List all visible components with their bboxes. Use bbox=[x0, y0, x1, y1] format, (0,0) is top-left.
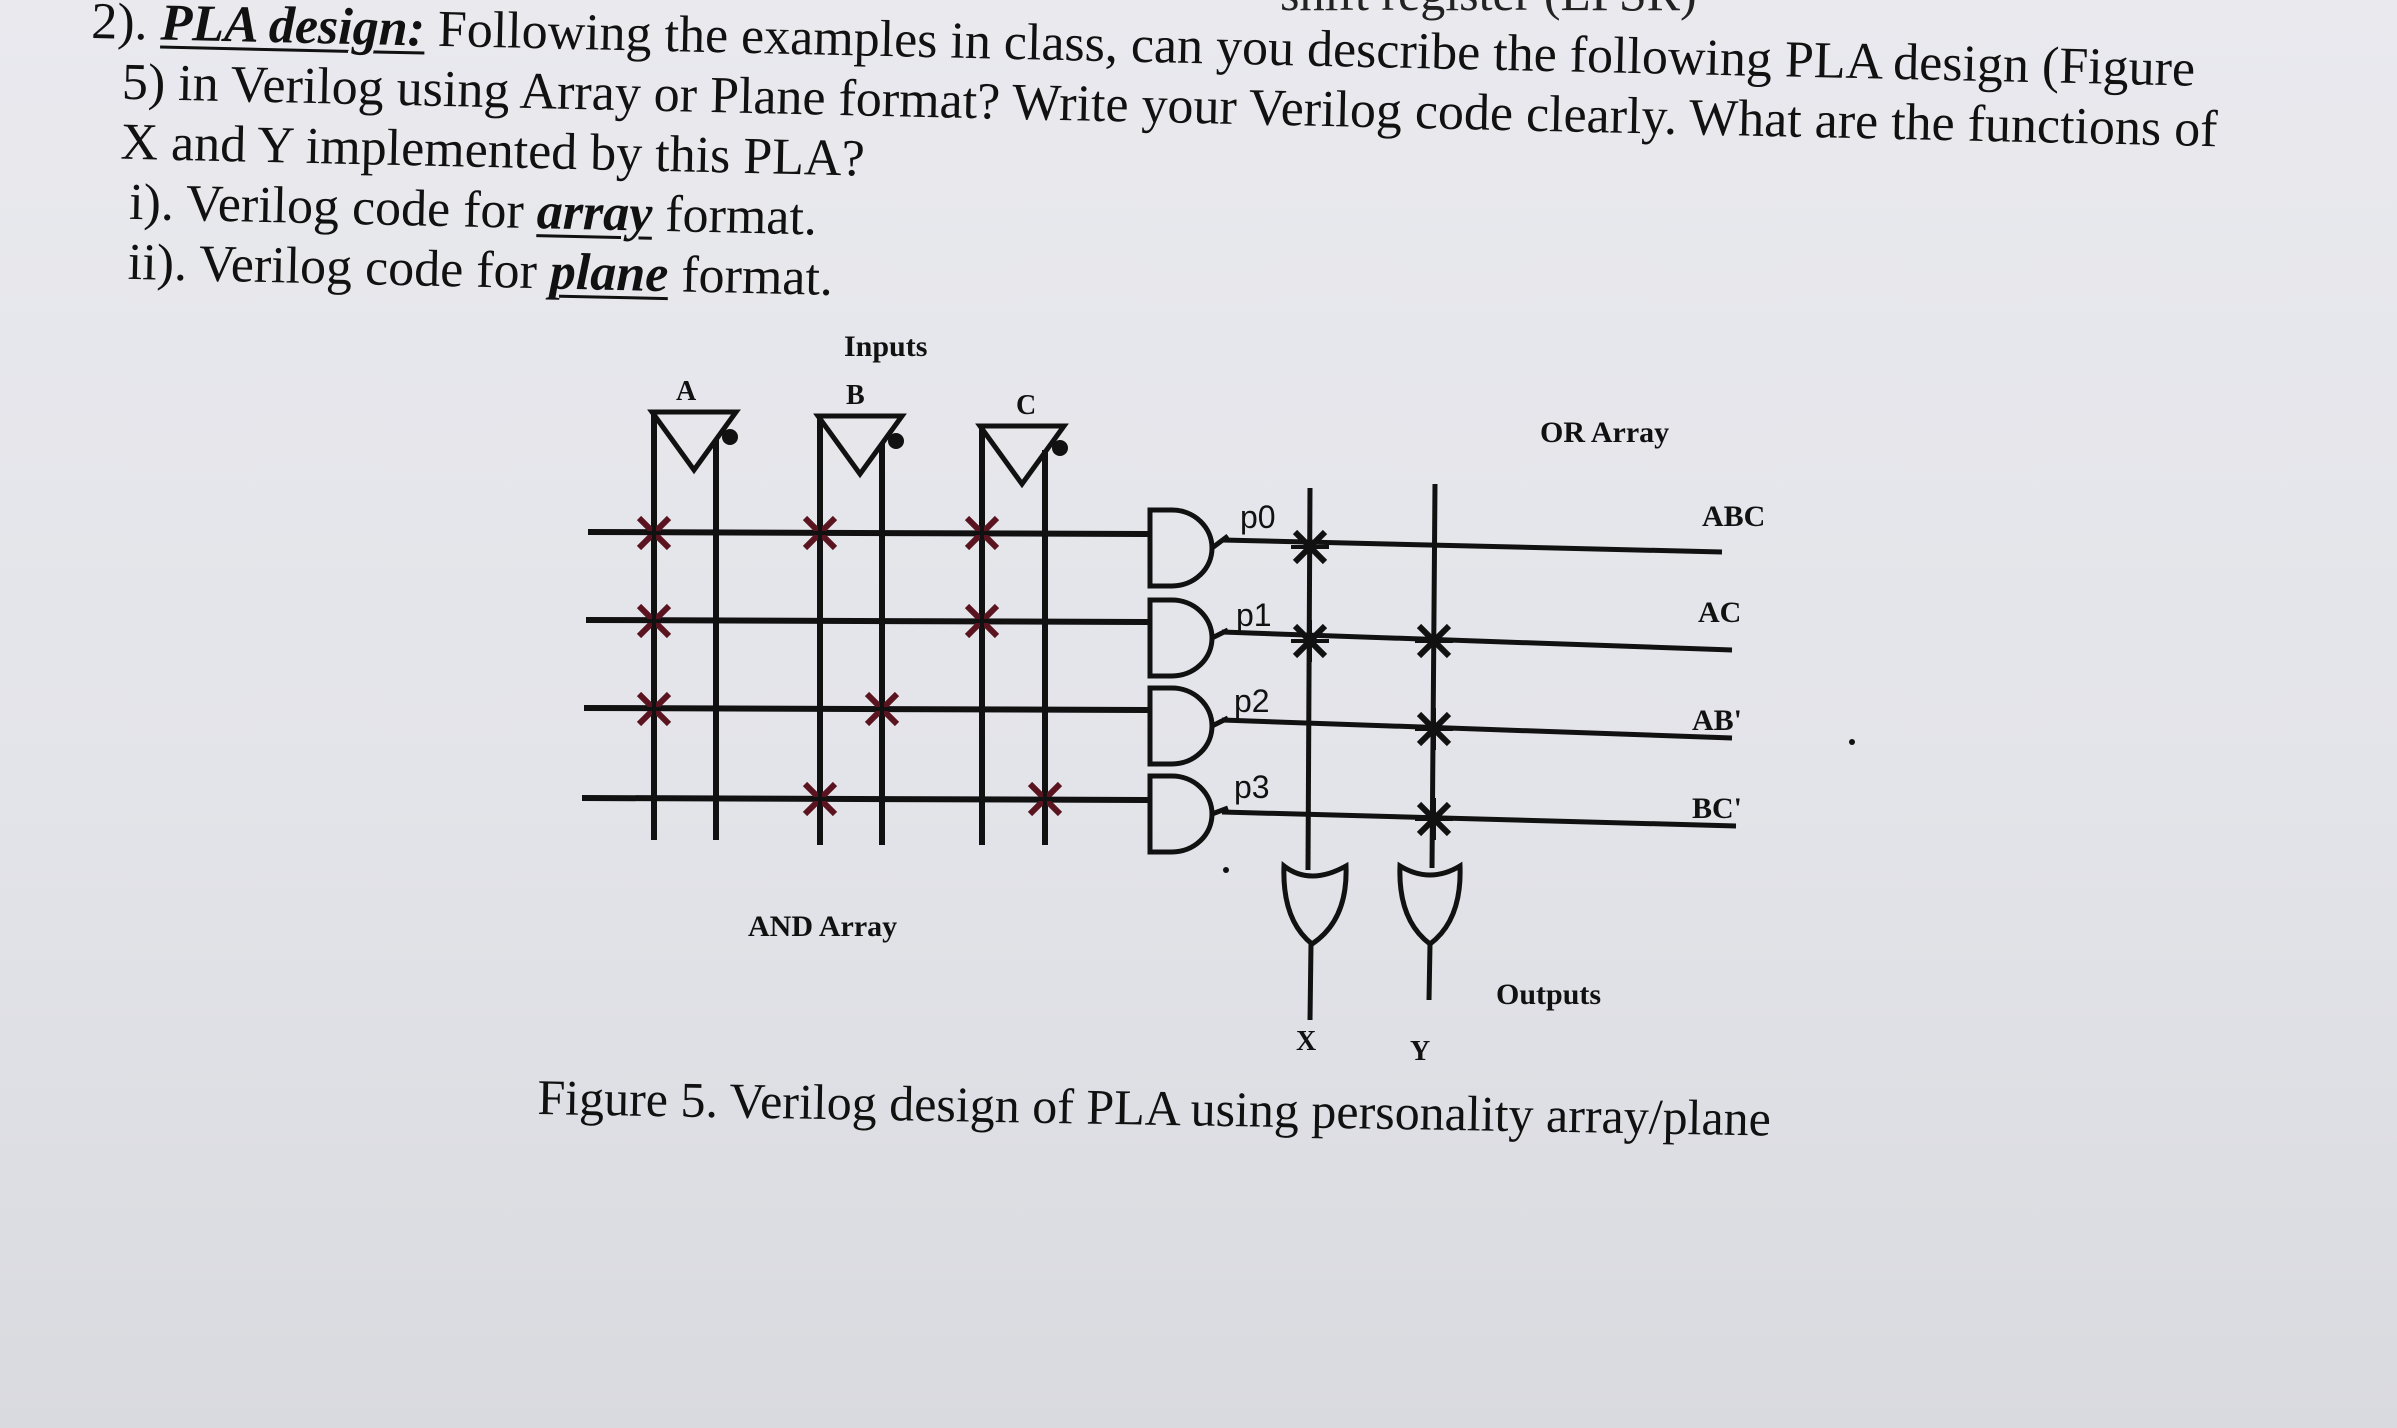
or-gate-x bbox=[1281, 861, 1349, 1021]
and-connection-p0-A bbox=[635, 512, 673, 554]
or-connection-Y-p3 bbox=[1415, 798, 1453, 840]
or-array-connections bbox=[1291, 526, 1453, 840]
and-gate-p3 bbox=[1147, 773, 1229, 855]
term-label-abc: ABC bbox=[1702, 500, 1765, 533]
stray-dot bbox=[1849, 739, 1855, 745]
and-connection-p1-C bbox=[963, 600, 1001, 642]
or-connection-X-p0 bbox=[1291, 526, 1329, 568]
input-label-b: B bbox=[846, 380, 865, 411]
or-array-label: OR Array bbox=[1540, 416, 1669, 449]
term-label-bc-prime: BC' bbox=[1692, 792, 1742, 825]
output-label-x: X bbox=[1296, 1026, 1316, 1057]
input-label-c: C bbox=[1016, 390, 1036, 421]
and-connection-p1-A bbox=[635, 600, 673, 642]
inputs-label: Inputs bbox=[844, 330, 927, 363]
and-connection-p0-C bbox=[963, 512, 1001, 554]
or-array-horizontal-lines bbox=[1221, 537, 1737, 829]
input-buffer-c bbox=[975, 423, 1069, 489]
or-connection-X-p1 bbox=[1291, 620, 1329, 662]
product-label-p3: p3 bbox=[1234, 769, 1270, 805]
and-connection-p2-A bbox=[635, 688, 673, 730]
and-connection-p3-B bbox=[801, 778, 839, 820]
and-array-connections bbox=[635, 512, 1064, 820]
outputs-label: Outputs bbox=[1496, 978, 1601, 1011]
and-connection-p2-Bn bbox=[863, 688, 901, 730]
and-gate-p0 bbox=[1147, 507, 1230, 589]
cut-off-header-text: shift register (LFSR) bbox=[1280, 0, 1697, 22]
term-label-ac: AC bbox=[1698, 596, 1741, 629]
output-label-y: Y bbox=[1410, 1036, 1430, 1067]
and-array-label: AND Array bbox=[748, 910, 897, 943]
product-label-p0: p0 bbox=[1240, 499, 1276, 535]
and-gate-p1 bbox=[1147, 597, 1230, 679]
input-buffer-a bbox=[647, 409, 741, 475]
and-connection-p0-B bbox=[801, 512, 839, 554]
input-buffer-b bbox=[813, 413, 907, 479]
input-label-a: A bbox=[676, 376, 697, 407]
stray-dot bbox=[1223, 867, 1229, 873]
or-connection-Y-p2 bbox=[1415, 708, 1453, 750]
or-connection-Y-p1 bbox=[1415, 620, 1453, 662]
and-array-horizontal-lines bbox=[581, 529, 1151, 803]
product-label-p1: p1 bbox=[1236, 597, 1272, 633]
and-gate-p2 bbox=[1147, 685, 1230, 767]
or-gate-y bbox=[1397, 861, 1463, 1001]
product-label-p2: p2 bbox=[1234, 683, 1270, 719]
term-label-ab-prime: AB' bbox=[1692, 704, 1742, 737]
and-connection-p3-Cn bbox=[1026, 778, 1064, 820]
